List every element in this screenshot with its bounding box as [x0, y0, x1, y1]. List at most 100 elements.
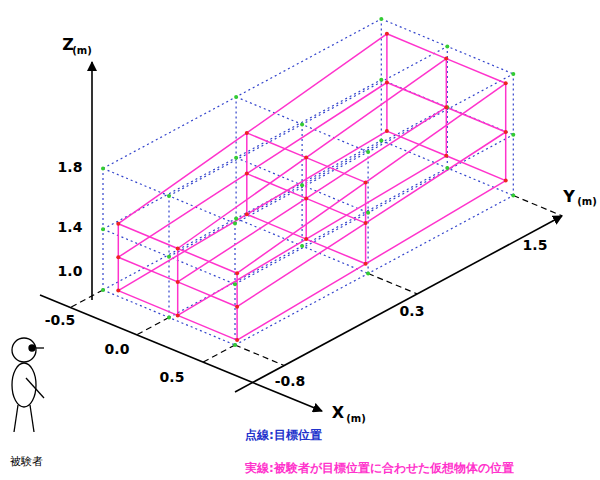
- axis-label: 被験者: [10, 456, 43, 468]
- target-edge: [381, 19, 513, 74]
- target-vertex: [233, 221, 237, 225]
- perceived-edge: [118, 291, 177, 316]
- target-vertex: [101, 288, 105, 292]
- perceived-vertex: [504, 179, 508, 183]
- target-edge: [103, 80, 381, 230]
- perceived-edge: [306, 198, 365, 223]
- perceived-vertex: [176, 247, 180, 251]
- perceived-edge: [446, 59, 448, 108]
- perceived-vertex: [116, 255, 120, 259]
- target-vertex: [379, 139, 383, 143]
- axis-leader: [203, 345, 235, 362]
- target-edge: [103, 141, 381, 291]
- target-edge: [235, 135, 513, 285]
- target-edge: [169, 168, 447, 318]
- axis-leader: [235, 345, 284, 366]
- perceived-edge: [446, 156, 505, 181]
- perceived-vertex: [364, 262, 368, 266]
- perceived-vertex: [176, 280, 180, 284]
- perceived-edge: [387, 83, 446, 108]
- target-vertex: [101, 227, 105, 231]
- perceived-vertex: [245, 212, 249, 216]
- perceived-edge: [177, 282, 179, 316]
- perceived-edge: [237, 264, 366, 340]
- perceived-edge: [366, 83, 506, 182]
- perceived-vertex: [504, 81, 508, 85]
- axis-leader: [70, 290, 103, 308]
- axis-label: Z: [62, 36, 74, 54]
- target-vertex: [511, 72, 515, 76]
- axis-leader: [137, 318, 169, 335]
- perceived-edge: [178, 158, 307, 249]
- perceived-lattice: [118, 34, 505, 340]
- perceived-edge: [246, 174, 248, 215]
- target-vertex: [233, 343, 237, 347]
- subject-figure: [12, 338, 44, 432]
- target-edge: [103, 19, 381, 169]
- perceived-vertex: [504, 130, 508, 134]
- perceived-edge: [118, 257, 177, 282]
- perceived-edge: [505, 83, 507, 132]
- axis-label: 1.0: [58, 264, 83, 279]
- z-axis: [91, 62, 93, 300]
- perceived-vertex: [176, 313, 180, 317]
- perceived-edge: [306, 156, 446, 239]
- perceived-vertex: [235, 305, 239, 309]
- target-vertex: [101, 166, 105, 170]
- axis-label: X: [332, 404, 344, 422]
- perceived-edge: [366, 132, 506, 223]
- perceived-edge: [305, 198, 307, 239]
- axis-label: 0.0: [105, 342, 130, 357]
- perceived-edge: [446, 59, 505, 84]
- perceived-vertex: [116, 289, 120, 293]
- perceived-vertex: [116, 222, 120, 226]
- perceived-edge: [118, 224, 177, 249]
- target-vertex: [445, 105, 449, 109]
- perceived-edge: [306, 158, 365, 183]
- target-lattice: [103, 19, 513, 345]
- target-vertex: [511, 133, 515, 137]
- perceived-edge: [387, 34, 446, 59]
- perceived-edge: [387, 131, 446, 156]
- perceived-vertex: [245, 131, 249, 135]
- perceived-vertex: [385, 32, 389, 36]
- axis-leader: [513, 196, 562, 216]
- target-vertex: [167, 194, 171, 198]
- perceived-edge: [237, 182, 366, 273]
- target-vertex: [366, 150, 370, 154]
- axis-label: 0.5: [160, 370, 185, 385]
- axis-label: (m): [72, 45, 92, 56]
- perceived-vertex: [304, 156, 308, 160]
- perceived-edge: [505, 132, 507, 181]
- target-vertex: [234, 217, 238, 221]
- perceived-vertex: [444, 154, 448, 158]
- perceived-edge: [446, 107, 448, 156]
- perceived-vertex: [304, 196, 308, 200]
- axis-label: (m): [577, 196, 597, 207]
- perceived-edge: [178, 249, 237, 274]
- target-vertex: [300, 122, 304, 126]
- axis-label: 1.5: [523, 238, 548, 253]
- target-edge: [236, 97, 368, 152]
- axis-label: 1.8: [58, 160, 83, 175]
- perceived-edge: [366, 181, 506, 264]
- axis-label: -0.8: [275, 374, 306, 389]
- target-vertex: [234, 95, 238, 99]
- axis-leaders: [70, 196, 562, 366]
- perceived-edge: [237, 223, 366, 307]
- axis-label: (m): [346, 413, 366, 424]
- perceived-vertex: [304, 237, 308, 241]
- legend-text: 実線:被験者が目標位置に合わせた仮想物体の位置: [245, 461, 514, 475]
- axis-label: 1.4: [58, 220, 83, 235]
- target-vertex: [445, 44, 449, 48]
- perceived-edge: [365, 223, 367, 264]
- perceived-edge: [177, 249, 179, 282]
- x-axis: [40, 295, 322, 411]
- target-vertex: [366, 272, 370, 276]
- target-vertex: [366, 211, 370, 215]
- perceived-vertex: [235, 271, 239, 275]
- target-vertex: [379, 17, 383, 21]
- perceived-edge: [365, 182, 367, 223]
- perceived-edge: [236, 307, 238, 340]
